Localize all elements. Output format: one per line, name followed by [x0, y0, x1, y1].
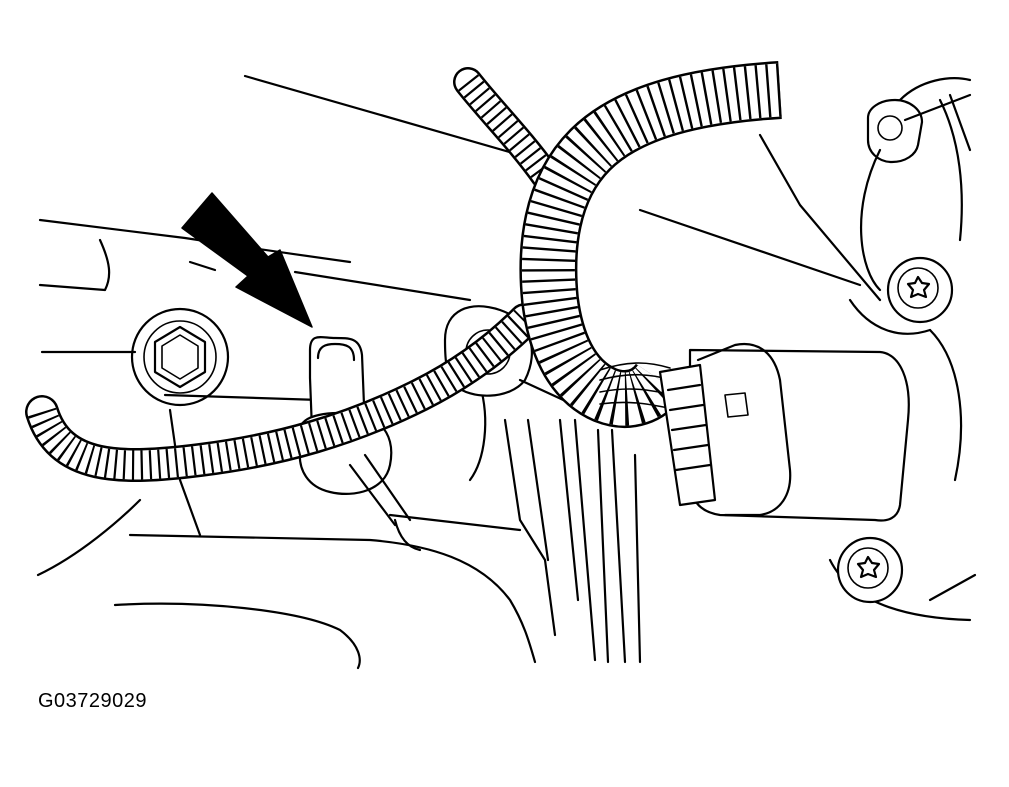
hex-bolt-icon — [130, 307, 230, 407]
torx-bolt-icon — [836, 536, 904, 604]
arrow-icon — [181, 192, 313, 328]
upper-wiring-harness — [453, 67, 560, 190]
torx-bolt-icon — [886, 256, 954, 324]
engine-structure-lines — [36, 74, 932, 670]
right-housing — [828, 77, 977, 622]
figure-id-label: G03729029 — [38, 690, 148, 712]
main-wiring-harness — [519, 61, 782, 428]
electrical-connector-icon — [658, 342, 910, 522]
left-wiring-harness — [25, 303, 542, 482]
